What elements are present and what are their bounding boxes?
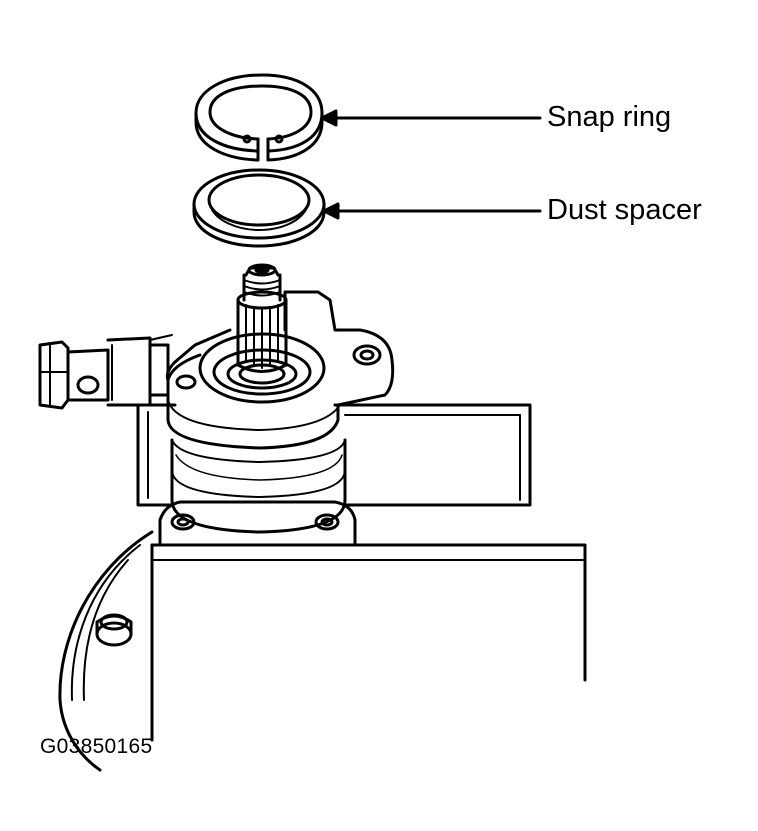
snap-ring-leader xyxy=(320,109,542,127)
housing-arc xyxy=(58,530,154,772)
threaded-end xyxy=(242,263,282,302)
figure-code: G03850165 xyxy=(40,735,153,758)
dust-spacer-leader xyxy=(322,202,542,220)
snap-ring xyxy=(194,73,324,162)
dust-spacer-label: Dust spacer xyxy=(547,194,702,226)
dust-spacer xyxy=(192,168,326,248)
splined-shaft xyxy=(236,290,288,373)
snap-ring-label: Snap ring xyxy=(547,101,672,133)
housing-bolt xyxy=(95,613,133,647)
mounting-flange xyxy=(158,500,357,547)
pressure-fitting xyxy=(38,334,173,410)
side-bracket xyxy=(136,403,532,507)
mounting-box xyxy=(150,543,587,742)
pump-body xyxy=(170,438,347,534)
